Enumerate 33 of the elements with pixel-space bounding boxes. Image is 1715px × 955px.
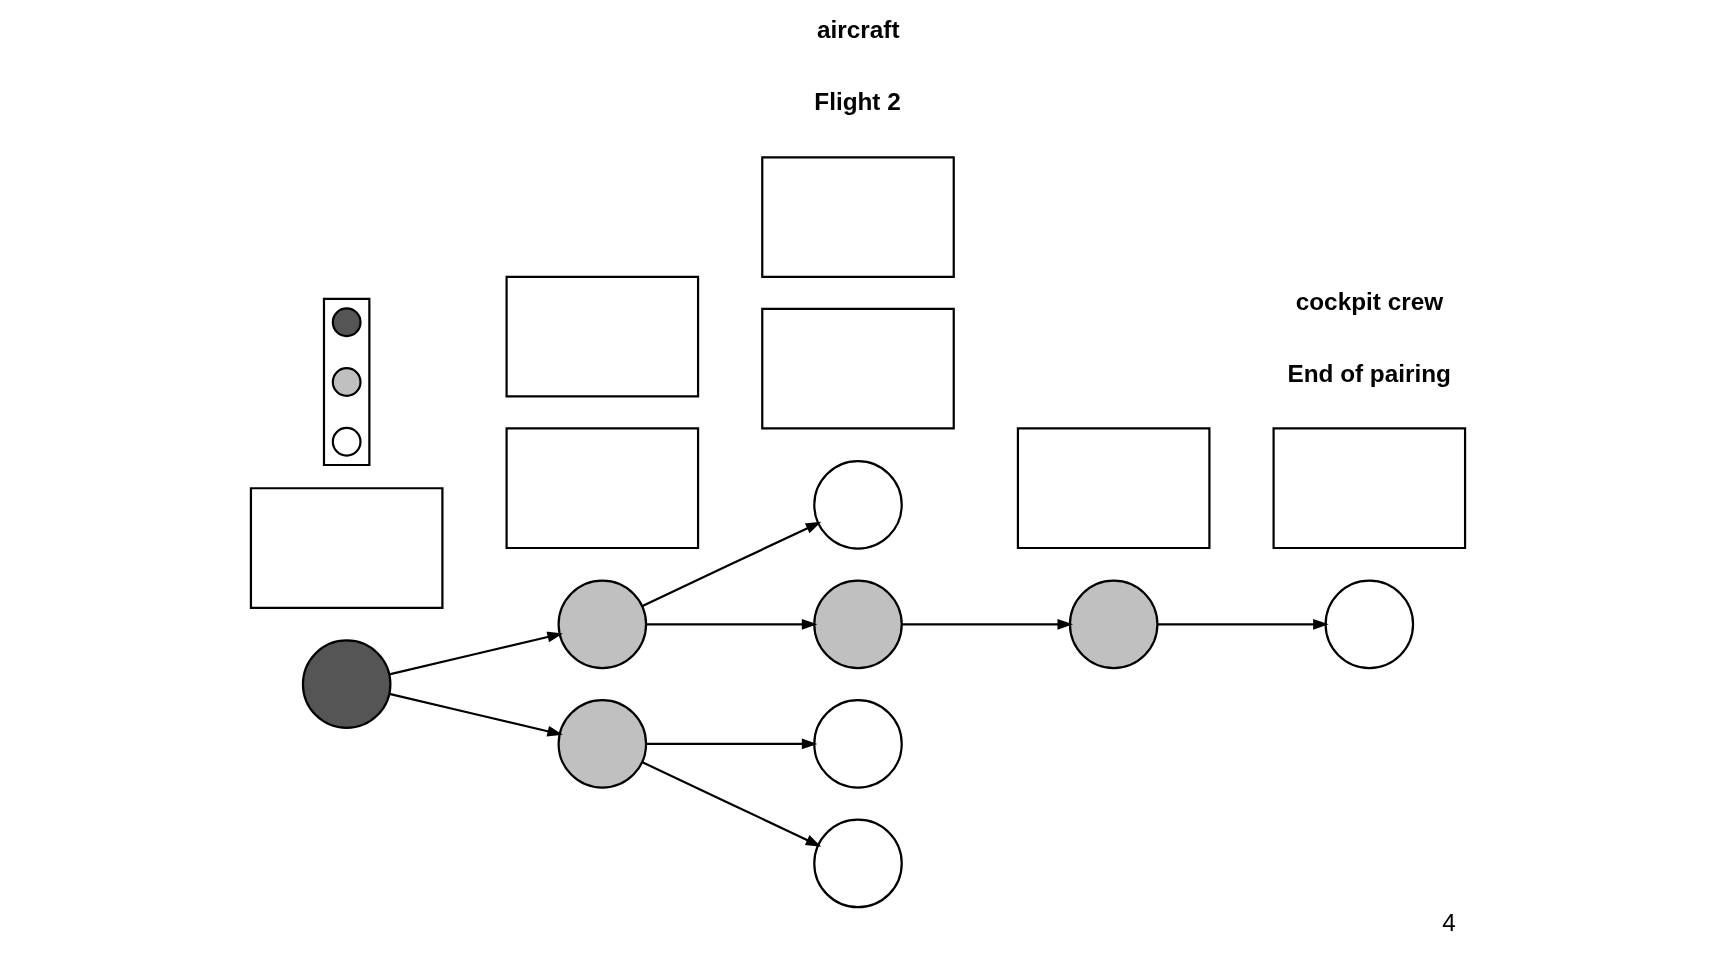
- cluster: [322, 297, 370, 466]
- node-box: [760, 307, 955, 430]
- node-circle: [812, 579, 903, 669]
- caption: 4: [1441, 908, 1456, 936]
- node-box: [1272, 426, 1466, 549]
- label: cockpit crew: [1295, 287, 1443, 315]
- node-box: [1016, 426, 1210, 549]
- node-circle: [812, 818, 903, 908]
- label: Flight 2: [813, 87, 901, 115]
- arrow: [901, 618, 1073, 630]
- arrow: [388, 631, 563, 675]
- arrow: [645, 618, 817, 630]
- node-circle: [331, 426, 362, 457]
- arrow: [645, 737, 817, 749]
- arrow: [1157, 618, 1329, 630]
- node-circle: [1068, 579, 1158, 669]
- node-circle: [331, 306, 362, 337]
- node-circle: [557, 698, 647, 789]
- label: aircraft: [816, 15, 900, 43]
- node-box: [249, 486, 443, 609]
- node-box: [505, 275, 699, 397]
- node-circle: [812, 698, 903, 789]
- label: End of pairing: [1286, 359, 1451, 387]
- arrow: [641, 760, 821, 847]
- arrow: [641, 521, 821, 607]
- node-circle: [1324, 579, 1414, 669]
- node-circle: [557, 579, 647, 669]
- node-circle: [812, 459, 903, 550]
- arrow: [388, 692, 563, 737]
- node-circle: [301, 638, 391, 729]
- node-box: [505, 426, 699, 549]
- node-circle: [331, 366, 362, 397]
- node-box: [760, 155, 955, 278]
